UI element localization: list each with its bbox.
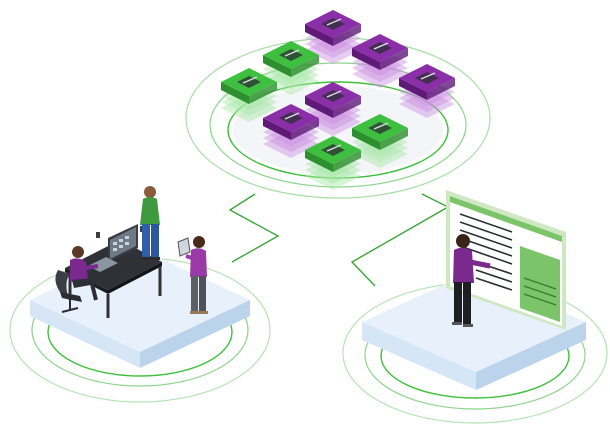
server-module-purple xyxy=(263,104,319,158)
server-module-purple xyxy=(352,34,408,88)
chip-icon xyxy=(321,90,345,102)
server-module-green xyxy=(221,68,277,122)
connector-lines xyxy=(228,193,450,287)
right-platform xyxy=(342,272,608,424)
dashboard-screen xyxy=(446,190,566,330)
chair xyxy=(55,270,82,313)
chip-icon xyxy=(321,144,345,156)
server-module-purple xyxy=(305,82,361,136)
chip-icon xyxy=(237,76,261,88)
presenter xyxy=(452,234,491,327)
person-with-tablet xyxy=(177,236,208,314)
chip-icon xyxy=(279,49,303,61)
seated-person xyxy=(70,246,99,301)
chip-icon xyxy=(415,72,439,84)
chip-icon xyxy=(279,112,303,124)
chip-icon xyxy=(368,42,392,54)
server-module-green xyxy=(305,136,361,190)
server-module-green xyxy=(352,114,408,168)
connector-right xyxy=(350,193,450,287)
chip-icon xyxy=(321,18,345,30)
chip-icon xyxy=(368,122,392,134)
connector-left xyxy=(228,193,280,263)
server-cluster xyxy=(221,10,455,190)
standing-person xyxy=(140,186,160,260)
server-module-purple xyxy=(399,64,455,118)
server-module-purple xyxy=(305,10,361,64)
